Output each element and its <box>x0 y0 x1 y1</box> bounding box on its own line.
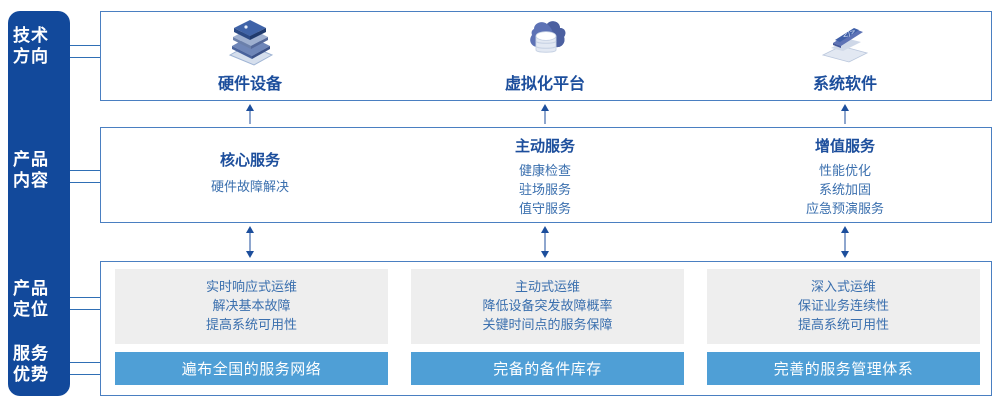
connector-line-position-a <box>70 297 101 298</box>
advantage-label: 完善的服务管理体系 <box>773 360 914 378</box>
content-title: 核心服务 <box>219 151 280 169</box>
position-line: 主动式运维 <box>514 280 580 295</box>
advantage-bar-spare-parts[interactable]: 完备的备件库存 <box>411 352 684 385</box>
position-box-realtime[interactable]: 实时响应式运维 解决基本故障 提高系统可用性 <box>115 269 388 344</box>
position-line: 关键时间点的服务保障 <box>482 318 613 333</box>
tech-label: 系统软件 <box>812 74 877 93</box>
advantage-label: 遍布全国的服务网络 <box>181 360 322 378</box>
content-line: 健康检查 <box>518 164 571 179</box>
tech-col-virtualization[interactable]: 虚拟化平台 <box>450 11 640 101</box>
content-col-proactive-service[interactable]: 主动服务 健康检查 驻场服务 值守服务 <box>450 136 640 219</box>
sidebar-label-line: 定位 <box>13 300 49 320</box>
sidebar-item-service-advantage[interactable]: 服务 优势 <box>0 344 62 386</box>
sidebar-label-line: 方向 <box>13 47 49 67</box>
sidebar-label-line: 服务 <box>13 344 49 364</box>
content-col-core-service[interactable]: 核心服务 硬件故障解决 <box>155 150 345 197</box>
advantage-label: 完备的备件库存 <box>493 360 602 378</box>
content-line: 驻场服务 <box>518 183 571 198</box>
laptop-code-icon: </> <box>817 15 873 69</box>
content-line: 应急预演服务 <box>805 202 884 217</box>
content-title: 增值服务 <box>814 137 875 155</box>
server-stack-icon <box>222 15 278 69</box>
sidebar-item-tech-direction[interactable]: 技术 方向 <box>0 26 62 68</box>
content-col-value-added-service[interactable]: 增值服务 性能优化 系统加固 应急预演服务 <box>750 136 940 219</box>
tech-col-system-software[interactable]: </> 系统软件 <box>750 11 940 101</box>
position-line: 提高系统可用性 <box>797 318 889 333</box>
sidebar-label-line: 内容 <box>13 171 49 191</box>
content-line: 硬件故障解决 <box>210 180 289 195</box>
position-line: 提高系统可用性 <box>205 318 297 333</box>
position-box-deep[interactable]: 深入式运维 保证业务连续性 提高系统可用性 <box>707 269 980 344</box>
sidebar <box>8 11 70 396</box>
connector-line-advantage-b <box>70 374 101 375</box>
cloud-database-icon <box>517 15 573 69</box>
tech-col-hardware[interactable]: 硬件设备 <box>155 11 345 101</box>
tech-label: 虚拟化平台 <box>504 74 585 93</box>
position-line: 实时响应式运维 <box>205 280 297 295</box>
position-line: 深入式运维 <box>810 280 876 295</box>
advantage-bar-management-system[interactable]: 完善的服务管理体系 <box>707 352 980 385</box>
position-box-proactive[interactable]: 主动式运维 降低设备突发故障概率 关键时间点的服务保障 <box>411 269 684 344</box>
tech-label: 硬件设备 <box>217 74 282 93</box>
content-line: 系统加固 <box>818 183 871 198</box>
content-line: 性能优化 <box>818 164 871 179</box>
arrow-double-deep <box>836 226 854 258</box>
sidebar-label-line: 优势 <box>13 365 49 385</box>
connector-line-tech-a <box>70 45 101 46</box>
arrow-double-proactive <box>536 226 554 258</box>
advantage-bar-service-network[interactable]: 遍布全国的服务网络 <box>115 352 388 385</box>
connector-line-content-b <box>70 182 101 183</box>
section-product-content <box>100 127 992 223</box>
position-line: 降低设备突发故障概率 <box>482 299 613 314</box>
arrow-up-virtualization <box>536 104 554 124</box>
connector-line-content-a <box>70 170 101 171</box>
arrow-up-system-software <box>836 104 854 124</box>
connector-line-tech-b <box>70 57 101 58</box>
position-line: 保证业务连续性 <box>797 299 889 314</box>
arrow-up-hardware <box>241 104 259 124</box>
arrow-double-realtime <box>241 226 259 258</box>
sidebar-item-product-content[interactable]: 产品 内容 <box>0 150 62 192</box>
sidebar-label-line: 产品 <box>13 150 49 170</box>
content-title: 主动服务 <box>514 137 575 155</box>
sidebar-label-line: 技术 <box>13 26 49 46</box>
sidebar-item-product-position[interactable]: 产品 定位 <box>0 279 62 321</box>
connector-line-advantage-a <box>70 362 101 363</box>
position-line: 解决基本故障 <box>212 299 291 314</box>
connector-line-position-b <box>70 309 101 310</box>
sidebar-label-line: 产品 <box>13 279 49 299</box>
content-line: 值守服务 <box>518 202 571 217</box>
